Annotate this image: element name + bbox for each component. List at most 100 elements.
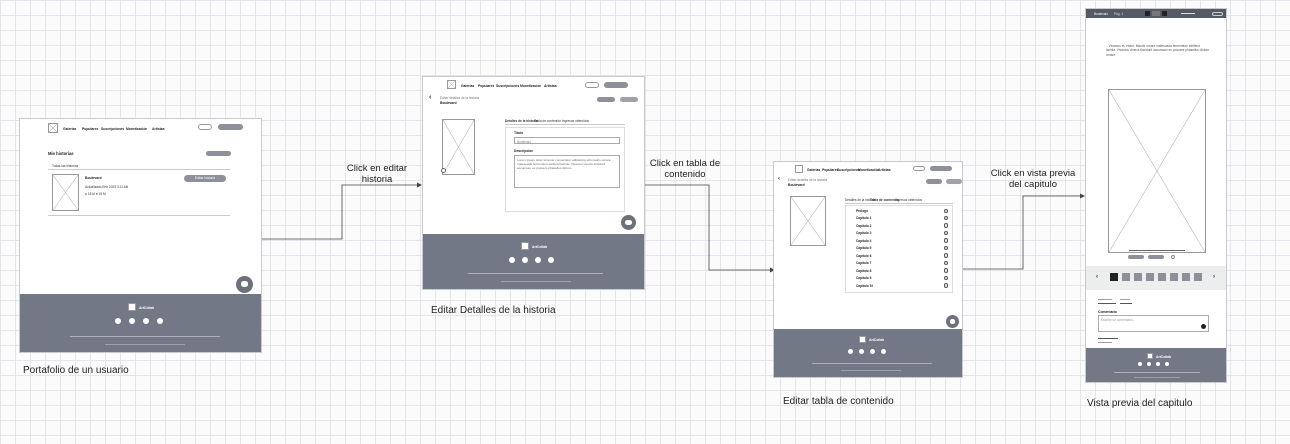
tab-earnings[interactable]: Ingresos obtenidos [562, 119, 589, 123]
nav-item[interactable]: Monetización [520, 84, 542, 88]
facebook-icon[interactable] [509, 257, 515, 263]
nav-item[interactable]: Artistas [152, 127, 165, 131]
chapter-action-icon[interactable] [943, 260, 948, 266]
chapter-thumb[interactable] [1146, 273, 1154, 281]
title-field[interactable]: Boulevard [514, 137, 620, 144]
search-button[interactable] [913, 166, 925, 171]
topbar-link[interactable] [1181, 13, 1195, 14]
tab-details[interactable]: Detalles de la historia [505, 119, 538, 123]
save-button[interactable] [620, 97, 638, 102]
vote-button[interactable] [1128, 255, 1144, 259]
tab-toc[interactable]: Tabla de contenido [534, 119, 561, 123]
nav-item[interactable]: Artistas [878, 168, 891, 172]
chat-icon[interactable] [946, 315, 959, 328]
chat-icon[interactable] [236, 276, 253, 293]
x-icon[interactable] [129, 318, 135, 324]
chapter-text: ...Vivamus et, etiam. Mauris ornare male… [1106, 44, 1210, 57]
nav-item[interactable]: Galerías [63, 127, 77, 131]
instagram-icon[interactable] [143, 318, 149, 324]
prev-page-icon[interactable] [1145, 11, 1150, 16]
nav-item[interactable]: Galerías [461, 84, 475, 88]
chapter-action-icon[interactable] [943, 230, 948, 236]
x-icon[interactable] [859, 349, 864, 354]
youtube-icon[interactable] [881, 349, 886, 354]
cancel-button[interactable] [597, 97, 615, 102]
strip-prev-icon[interactable]: ‹ [1096, 274, 1098, 280]
youtube-icon[interactable] [157, 318, 163, 324]
chapter-thumb[interactable] [1110, 273, 1118, 281]
story-stats: ● 18 M ♥ 19 M [85, 192, 106, 196]
facebook-icon[interactable] [1138, 362, 1142, 366]
search-button[interactable] [585, 82, 599, 88]
chapter-action-icon[interactable] [943, 215, 948, 221]
send-icon[interactable] [1201, 324, 1206, 329]
youtube-icon[interactable] [548, 257, 554, 263]
tab-earnings[interactable]: Ingresos obtenidos [895, 198, 922, 202]
chapter-thumb[interactable] [1182, 273, 1190, 281]
chapter-action-icon[interactable] [943, 238, 948, 243]
chapter-action-icon[interactable] [943, 268, 948, 273]
chapter-thumb[interactable] [1134, 273, 1142, 281]
tab-details[interactable]: Detalles de la historia [845, 198, 876, 202]
chapter-action-icon[interactable] [943, 253, 948, 258]
facebook-icon[interactable] [848, 349, 853, 354]
tab-toc[interactable]: Tabla de contenido [870, 198, 899, 202]
author-line [1120, 299, 1130, 301]
profile-button[interactable] [604, 82, 628, 88]
chapter-thumb[interactable] [1122, 273, 1130, 281]
chapter-action-icon[interactable] [943, 245, 948, 251]
profile-button[interactable] [218, 124, 243, 130]
nav-item[interactable]: Galerías [807, 168, 821, 172]
nav-item[interactable]: Suscripciones [496, 84, 520, 88]
nav-item[interactable]: Populares [822, 168, 839, 172]
chapter-action-icon[interactable] [943, 208, 948, 213]
share-button[interactable] [1148, 255, 1164, 259]
instagram-icon[interactable] [1156, 362, 1160, 366]
x-icon[interactable] [522, 257, 528, 263]
nav-item[interactable]: Suscripciones [101, 127, 125, 131]
nav-item[interactable]: Artistas [544, 84, 557, 88]
cancel-button[interactable] [926, 179, 942, 184]
back-icon[interactable]: ‹ [429, 94, 432, 101]
change-cover-icon[interactable] [441, 168, 446, 173]
title-field-value: Boulevard [517, 139, 532, 144]
chat-icon[interactable] [621, 215, 636, 230]
chapter-thumb[interactable] [1194, 273, 1202, 281]
nav-item[interactable]: Monetización [126, 127, 148, 131]
search-button[interactable] [198, 124, 212, 130]
instagram-icon[interactable] [535, 257, 541, 263]
chapter-action-icon[interactable] [943, 275, 948, 281]
chapter-action-icon[interactable] [943, 223, 948, 228]
strip-next-icon[interactable]: › [1213, 274, 1215, 280]
nav-item[interactable]: Populares [82, 127, 99, 131]
facebook-icon[interactable] [115, 318, 121, 324]
more-icon[interactable] [1171, 255, 1175, 259]
chapter-strip: ‹ › [1086, 266, 1226, 290]
author-info [1098, 299, 1138, 307]
profile-button[interactable] [930, 166, 952, 171]
instagram-icon[interactable] [870, 349, 875, 354]
save-button[interactable] [946, 179, 962, 184]
toggle-switch[interactable] [1212, 12, 1223, 16]
chapter-thumb[interactable] [1170, 273, 1178, 281]
tab-all-stories[interactable]: Todas las historias [52, 164, 79, 168]
description-field[interactable]: Lorem ipsum dolor sit amet consectetur a… [514, 155, 620, 188]
caption-preview: Vista previa del capitulo [1087, 398, 1193, 409]
nav-item[interactable]: Monetización [858, 168, 880, 172]
tabs-divider [505, 124, 625, 125]
comment-input[interactable]: Escribe un comentario... [1098, 315, 1209, 332]
chapter-name: Capítulo 9 [856, 276, 872, 281]
comment-label: Comentario [1098, 310, 1117, 314]
nav-item[interactable]: Populares [478, 84, 495, 88]
footer: ArtCollab [774, 329, 962, 377]
x-icon[interactable] [1147, 362, 1151, 366]
next-page-icon[interactable] [1162, 11, 1167, 16]
nav-item[interactable]: Suscripciones [837, 168, 861, 172]
comment-meta [1098, 338, 1118, 340]
youtube-icon[interactable] [1165, 362, 1169, 366]
new-story-button[interactable] [206, 151, 231, 156]
back-icon[interactable]: ‹ [778, 176, 780, 182]
chapter-thumb[interactable] [1158, 273, 1166, 281]
chapter-action-icon[interactable] [943, 283, 948, 288]
edit-story-button[interactable]: Editar historia [184, 175, 226, 182]
